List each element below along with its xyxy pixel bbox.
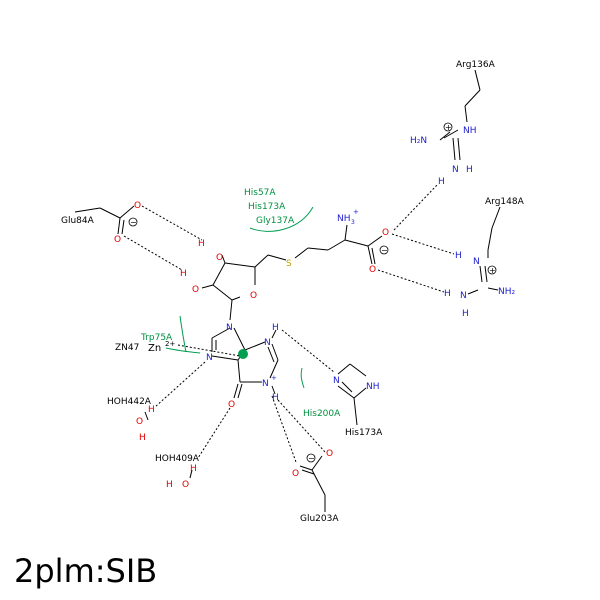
hydrophobic-labels: His57A His173A Gly137A Trp75A His200A — [140, 188, 341, 419]
methionine-chain — [294, 224, 383, 265]
atom-o-glu203-2: O — [326, 449, 333, 459]
atom-h-arg136-a: H — [466, 165, 473, 175]
atom-n-arg148-1: N — [473, 257, 480, 267]
atom-n-arg148-2: N — [460, 291, 467, 301]
water-molecules — [144, 411, 193, 479]
atom-o-ribose-ring: O — [250, 291, 257, 301]
aromatic-center-marker — [238, 349, 248, 359]
hydrogen-bonds — [123, 183, 455, 463]
atom-h-hoh442-1: H — [148, 405, 155, 415]
hyd-label-trp75: Trp75A — [140, 333, 173, 343]
hydrophobic-contacts — [165, 206, 314, 389]
atom-n7: N — [206, 353, 213, 363]
atom-n-his173-1: N — [333, 376, 340, 386]
hyd-label-gly137: Gly137A — [256, 216, 295, 226]
hyd-label-his200: His200A — [303, 409, 341, 419]
label-hoh409: HOH409A — [155, 454, 200, 464]
charge-minus-carboxyl: − — [381, 246, 388, 255]
atom-o-glu84-1: O — [134, 201, 141, 211]
atom-o-ribose-2: O — [192, 285, 199, 295]
his173-residue — [337, 363, 367, 426]
arg136-residue — [439, 69, 481, 161]
atom-h-ribose-2: H — [180, 269, 187, 279]
atom-h-hoh442-2: H — [139, 433, 146, 443]
hyd-label-his173: His173A — [248, 202, 286, 212]
atom-n-arg136: N — [452, 165, 459, 175]
atom-n3: N — [264, 338, 271, 348]
charge-plus-arg136: + — [445, 123, 452, 132]
atom-n9: N — [226, 323, 233, 333]
charge-minus-glu84: − — [130, 218, 137, 227]
atom-h-hoh409-1: H — [190, 464, 197, 474]
atom-nh-his173: NH — [366, 382, 380, 392]
atom-h-arg148-a: H — [455, 251, 462, 261]
atom-h-arg148-c: H — [462, 309, 469, 319]
atom-h-ribose-3: H — [198, 239, 205, 249]
atom-o-glu203-1: O — [292, 469, 299, 479]
atom-nh3: NH — [337, 214, 351, 224]
residue-labels: Arg136A Arg148A Glu84A Glu203A His173A Z… — [61, 60, 525, 524]
page-title: 2plm:SIB — [14, 552, 158, 590]
purine-rings — [211, 327, 279, 399]
charge-plus-n1: + — [271, 374, 277, 382]
label-zn47: ZN47 — [115, 343, 139, 353]
glu84-residue — [74, 205, 135, 235]
atom-o-hoh442: O — [136, 417, 143, 427]
atom-nh2-arg148: NH₂ — [498, 287, 516, 297]
charge-symbols: + + − − − + — [128, 122, 497, 463]
charge-minus-glu203: − — [308, 454, 315, 463]
atom-h-hoh409-2: H — [166, 480, 173, 490]
oxygen-atoms: O O O O O O O O O O O O — [114, 201, 389, 490]
atom-o-carbonyl: O — [228, 400, 235, 410]
atom-nh-arg136: NH — [463, 126, 477, 136]
atom-sulfur: S — [286, 259, 292, 269]
label-hoh442: HOH442A — [107, 397, 152, 407]
atom-h2n-arg136: H₂N — [410, 136, 427, 146]
atom-o-ribose-3: O — [216, 253, 223, 263]
atom-h-n-top: H — [272, 323, 279, 333]
hyd-label-his57: His57A — [244, 188, 276, 198]
atom-o-carboxyl-2: O — [369, 265, 376, 275]
nitrogen-atoms: N N N N H H NH H₂N N H H H N H N NH₂ H N… — [206, 126, 516, 403]
atom-nh3-charge: + — [353, 208, 359, 216]
label-arg136: Arg136A — [456, 60, 496, 70]
hydroxyl-hydrogens: H H H H H H — [139, 239, 205, 490]
atom-nh3-subscript: 3 — [351, 219, 355, 226]
label-arg148: Arg148A — [485, 197, 525, 207]
atom-o-carboxyl-1: O — [382, 228, 389, 238]
atom-h-arg148-b: H — [444, 289, 451, 299]
charge-plus-arg148: + — [489, 266, 496, 275]
label-glu203: Glu203A — [300, 514, 339, 524]
arg148-residue — [467, 206, 501, 295]
atom-zinc: Zn — [148, 343, 161, 354]
atom-o-hoh409: O — [182, 480, 189, 490]
atom-o-glu84-2: O — [114, 235, 121, 245]
label-his173: His173A — [345, 428, 383, 438]
atom-zinc-charge: 2+ — [165, 340, 175, 348]
glu203-residue — [299, 455, 326, 512]
atom-n1: N — [262, 379, 269, 389]
atom-h-arg136-b: H — [438, 177, 445, 187]
label-glu84: Glu84A — [61, 216, 95, 226]
ribose-ring — [201, 254, 287, 321]
atom-h-n-bottom: H — [272, 393, 279, 403]
